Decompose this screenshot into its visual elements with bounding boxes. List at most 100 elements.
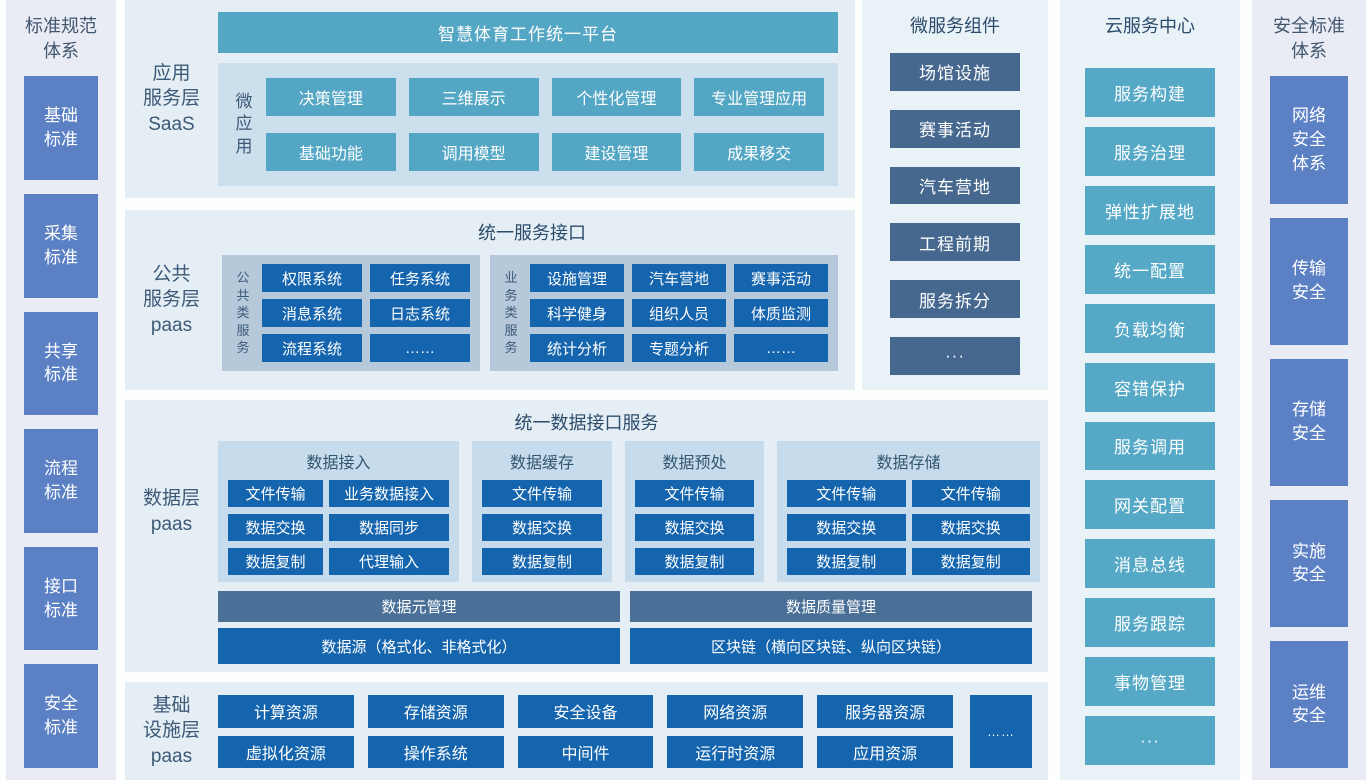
- microservice-components-list: 场馆设施赛事活动汽车营地工程前期服务拆分···: [886, 53, 1024, 375]
- security-standard-box: 网络 安全 体系: [1270, 76, 1348, 204]
- infrastructure-box: 计算资源: [218, 695, 354, 728]
- data-access-box: 数据复制: [228, 548, 323, 575]
- business-services-group: 业 务 类 服 务 设施管理汽车营地赛事活动科学健身组织人员体质监测统计分析专题…: [490, 255, 838, 371]
- cloud-service-box: 网关配置: [1085, 480, 1215, 530]
- security-standard-box: 实施 安全: [1270, 499, 1348, 627]
- standards-spec-list: 基础 标准采集 标准共享 标准流程 标准接口 标准安全 标准: [24, 76, 98, 769]
- infrastructure-label: 基础 设施层 paas: [142, 694, 200, 767]
- infrastructure-box: 中间件: [517, 735, 654, 768]
- platform-header-bar: 智慧体育工作统一平台: [218, 12, 838, 53]
- business-service-box: 统计分析: [530, 334, 624, 362]
- infrastructure-more-box: ……: [970, 695, 1032, 768]
- infrastructure-box: 安全设备: [517, 695, 654, 728]
- saas-layer-label: 应用 服务层 SaaS: [142, 62, 200, 135]
- security-standards-title: 安全标准 体系: [1273, 16, 1345, 62]
- data-quality-management-bar: 数据质量管理: [630, 591, 1032, 622]
- business-service-box: 组织人员: [632, 299, 726, 327]
- data-storage-box: 数据复制: [787, 548, 906, 575]
- public-services-vertical-label: 公 共 类 服 务: [236, 270, 250, 356]
- data-groups: 数据接入 文件传输业务数据接入数据交换数据同步数据复制代理输入 数据缓存 文件传…: [218, 441, 1040, 582]
- data-storage-box: 文件传输: [787, 480, 906, 507]
- cloud-service-center-title: 云服务中心: [1105, 16, 1195, 36]
- unified-data-interface-title: 统一数据接口服务: [514, 413, 659, 433]
- micro-app-panel: 微 应 用 决策管理三维展示个性化管理专业管理应用基础功能调用模型建设管理成果移…: [218, 63, 838, 186]
- infrastructure-box: 操作系统: [367, 735, 504, 768]
- data-cache-box: 文件传输: [482, 480, 602, 507]
- data-storage-box: 数据交换: [911, 514, 1030, 541]
- data-access-box: 数据同步: [329, 514, 449, 541]
- micro-app-vertical-label: 微 应 用: [235, 92, 253, 156]
- standard-box: 采集 标准: [24, 193, 98, 298]
- cloud-service-box: 容错保护: [1085, 362, 1215, 412]
- data-storage-box: 数据交换: [787, 514, 906, 541]
- saas-content: 智慧体育工作统一平台 微 应 用 决策管理三维展示个性化管理专业管理应用基础功能…: [218, 0, 855, 198]
- cloud-service-box: 负载均衡: [1085, 303, 1215, 353]
- standards-spec-title: 标准规范 体系: [25, 16, 97, 62]
- cloud-service-box: 事物管理: [1085, 657, 1215, 707]
- micro-app-box: 建设管理: [551, 133, 682, 171]
- cloud-service-box: ···: [1085, 716, 1215, 766]
- public-services-group: 公 共 类 服 务 权限系统任务系统消息系统日志系统流程系统……: [222, 255, 480, 371]
- business-services-grid: 设施管理汽车营地赛事活动科学健身组织人员体质监测统计分析专题分析……: [530, 261, 828, 365]
- data-layer-middle: 数据层 paas 数据接入 文件传输业务数据接入数据交换数据同步数据复制代理输入…: [125, 441, 1048, 582]
- infrastructure-box: 运行时资源: [667, 735, 804, 768]
- microservice-box: 场馆设施: [890, 53, 1020, 91]
- public-services-grid: 权限系统任务系统消息系统日志系统流程系统……: [262, 261, 470, 365]
- business-service-box: 汽车营地: [632, 264, 726, 292]
- business-service-box: ……: [734, 334, 828, 362]
- data-access-box: 代理输入: [329, 548, 449, 575]
- public-service-box: 权限系统: [262, 264, 362, 292]
- infrastructure-box: 存储资源: [367, 695, 504, 728]
- micro-app-box: 专业管理应用: [694, 78, 824, 116]
- cloud-service-center-panel: 云服务中心 服务构建服务治理弹性扩展地统一配置负载均衡容错保护服务调用网关配置消…: [1060, 0, 1240, 780]
- cloud-service-box: 服务治理: [1085, 126, 1215, 176]
- public-paas-section: 公共 服务层 paas 统一服务接口 公 共 类 服 务 权限系统任务系统消息系…: [125, 210, 855, 390]
- cloud-service-list: 服务构建服务治理弹性扩展地统一配置负载均衡容错保护服务调用网关配置消息总线服务跟…: [1084, 68, 1216, 766]
- data-preprocess-group: 数据预处 文件传输数据交换数据复制: [625, 441, 764, 582]
- business-service-box: 赛事活动: [734, 264, 828, 292]
- data-preprocess-box: 文件传输: [635, 480, 754, 507]
- public-service-box: 任务系统: [370, 264, 470, 292]
- standards-spec-panel: 标准规范 体系 基础 标准采集 标准共享 标准流程 标准接口 标准安全 标准: [6, 0, 116, 780]
- cloud-service-box: 消息总线: [1085, 539, 1215, 589]
- security-standards-panel: 安全标准 体系 网络 安全 体系传输 安全存储 安全实施 安全运维 安全: [1252, 0, 1366, 780]
- data-storage-box: 数据复制: [911, 548, 1030, 575]
- data-cache-group: 数据缓存 文件传输数据交换数据复制: [472, 441, 612, 582]
- saas-layer-section: 应用 服务层 SaaS 智慧体育工作统一平台 微 应 用 决策管理三维展示个性化…: [125, 0, 855, 198]
- data-cache-title: 数据缓存: [509, 455, 574, 472]
- cloud-service-box: 服务构建: [1085, 68, 1215, 117]
- data-storage-grid: 文件传输文件传输数据交换数据交换数据复制数据复制: [787, 480, 1030, 575]
- cloud-service-box: 弹性扩展地: [1085, 185, 1215, 235]
- micro-app-grid: 决策管理三维展示个性化管理专业管理应用基础功能调用模型建设管理成果移交: [258, 63, 832, 186]
- data-meta-management-bar: 数据元管理: [218, 591, 620, 622]
- micro-app-box: 调用模型: [408, 133, 539, 171]
- microservice-components-panel: 微服务组件 场馆设施赛事活动汽车营地工程前期服务拆分···: [862, 0, 1048, 390]
- blockchain-bar: 区块链（横向区块链、纵向区块链）: [630, 628, 1032, 664]
- data-cache-box: 数据交换: [482, 514, 602, 541]
- infrastructure-box: 虚拟化资源: [218, 735, 354, 768]
- public-service-box: ……: [370, 334, 470, 362]
- data-layer-section: 统一数据接口服务 数据层 paas 数据接入 文件传输业务数据接入数据交换数据同…: [125, 400, 1048, 672]
- standard-box: 流程 标准: [24, 429, 98, 533]
- data-preprocess-box: 数据复制: [635, 548, 754, 575]
- security-standard-box: 存储 安全: [1270, 358, 1348, 486]
- data-access-grid: 文件传输业务数据接入数据交换数据同步数据复制代理输入: [228, 480, 449, 575]
- data-access-title: 数据接入: [306, 455, 371, 472]
- micro-app-box: 决策管理: [266, 78, 396, 116]
- data-storage-title: 数据存储: [876, 455, 941, 472]
- data-layer-label: 数据层 paas: [142, 487, 200, 535]
- data-access-box: 数据交换: [228, 514, 323, 541]
- infrastructure-section: 基础 设施层 paas 计算资源存储资源安全设备网络资源服务器资源 虚拟化资源操…: [125, 682, 1048, 780]
- microservice-box: ···: [890, 337, 1020, 375]
- security-standard-box: 传输 安全: [1270, 217, 1348, 345]
- data-storage-group: 数据存储 文件传输文件传输数据交换数据交换数据复制数据复制: [777, 441, 1040, 582]
- infrastructure-box: 应用资源: [817, 735, 953, 768]
- service-panels: 公 共 类 服 务 权限系统任务系统消息系统日志系统流程系统…… 业 务 类 服…: [222, 255, 846, 371]
- standard-box: 接口 标准: [24, 546, 98, 651]
- data-access-group: 数据接入 文件传输业务数据接入数据交换数据同步数据复制代理输入: [218, 441, 459, 582]
- data-management-bars: 数据元管理 数据质量管理 数据源（格式化、非格式化） 区块链（横向区块链、纵向区…: [218, 591, 1032, 664]
- business-service-box: 设施管理: [530, 264, 624, 292]
- business-service-box: 专题分析: [632, 334, 726, 362]
- public-service-box: 消息系统: [262, 299, 362, 327]
- business-service-box: 科学健身: [530, 299, 624, 327]
